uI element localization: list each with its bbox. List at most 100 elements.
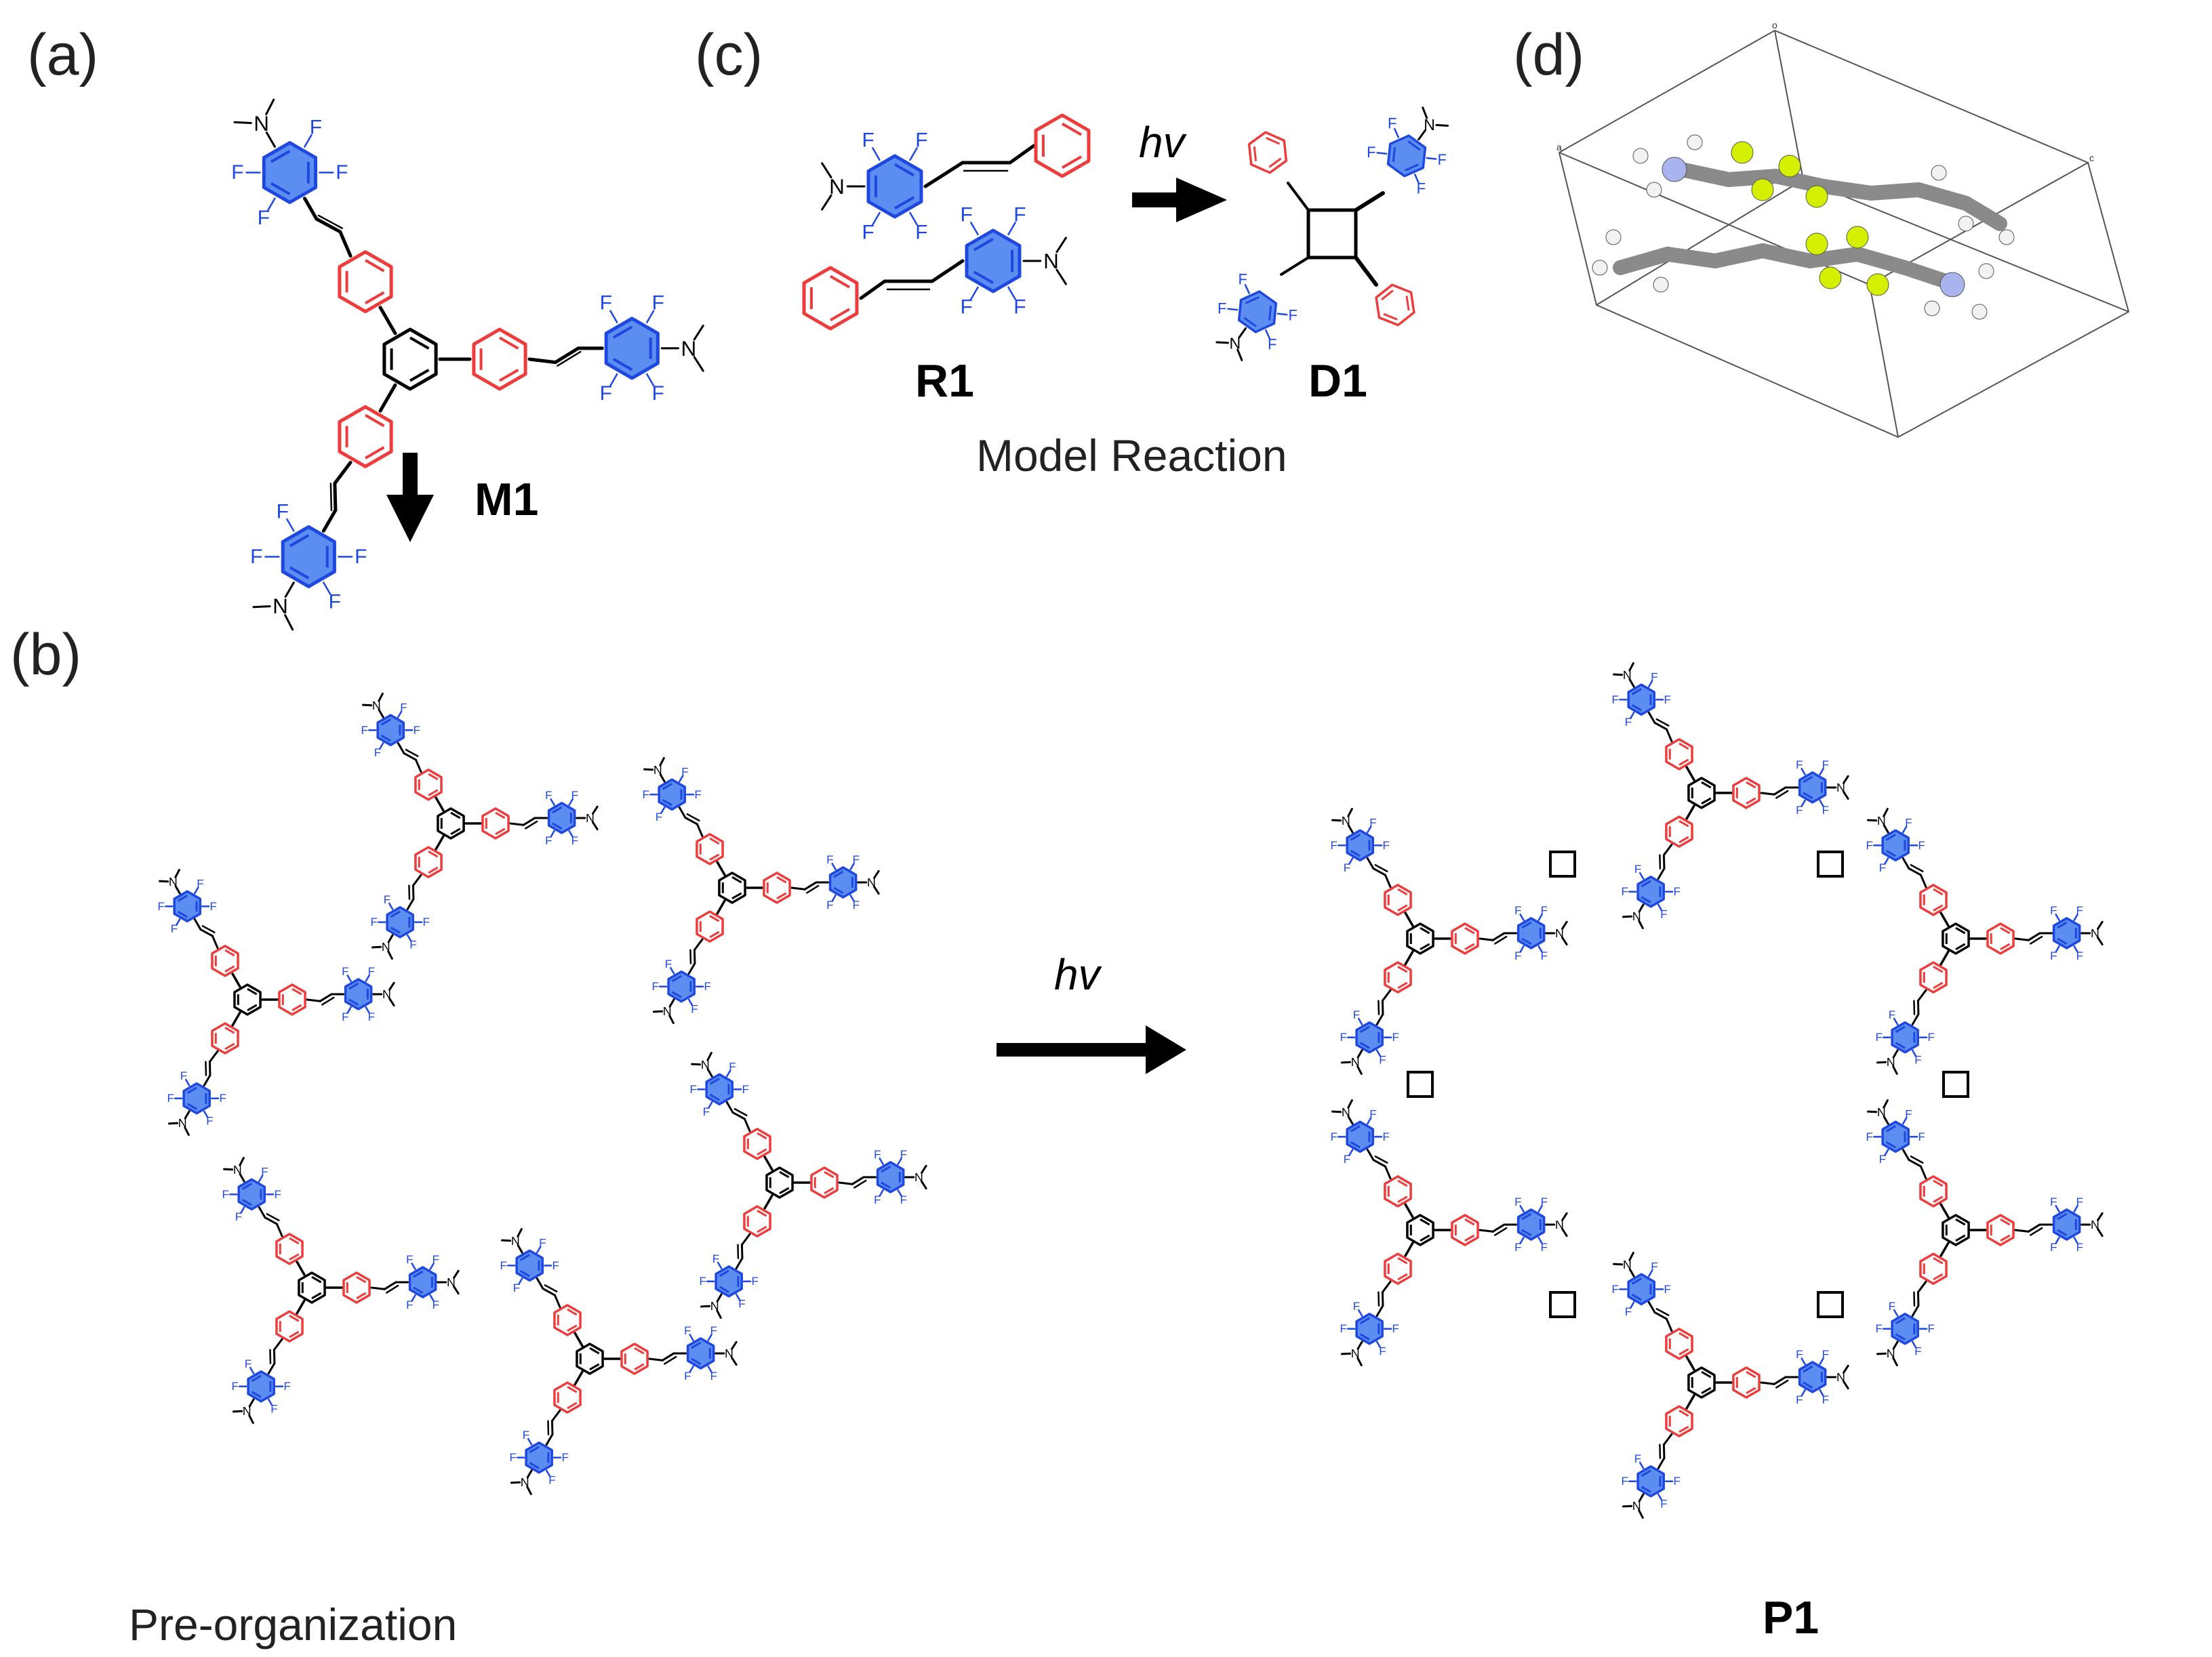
bond [1819, 1389, 1824, 1397]
fluorine-atom: F [406, 1253, 413, 1266]
benzene-core [1942, 922, 1970, 955]
bond [821, 162, 832, 179]
bond [1638, 1509, 1644, 1519]
bond [687, 962, 696, 975]
bond [365, 1006, 370, 1014]
phenyl-ring [696, 910, 724, 943]
bond [2097, 1227, 2104, 1237]
fluoroaryl-ring [876, 1161, 905, 1193]
fluorine-atom: F [2050, 1195, 2057, 1208]
fluorine-atom: F [826, 899, 833, 912]
bond [706, 1068, 713, 1078]
bond [248, 1414, 254, 1425]
bond [406, 934, 412, 942]
atom-sphere [1646, 182, 1662, 198]
fluorine-atom: F [900, 1148, 907, 1161]
bond [553, 346, 580, 365]
bond [1537, 1205, 1543, 1213]
bond [821, 194, 832, 211]
nitrogen-atom: N [1836, 1370, 1845, 1384]
fluoroaryl-ring [2052, 917, 2081, 949]
bond [525, 820, 538, 830]
fluoroaryl-ring [344, 978, 373, 1010]
fluoroaryl-ring [1881, 829, 1910, 862]
bond [1655, 1308, 1670, 1317]
bond [1647, 1269, 1653, 1277]
bond [1910, 1155, 1924, 1164]
bond [208, 1061, 212, 1076]
fluoroaryl-ring [965, 228, 1022, 293]
bond [1366, 825, 1372, 834]
bond [429, 1294, 435, 1302]
fluorine-atom: F [1875, 1031, 1882, 1044]
caption-model-reaction: Model Reaction [976, 430, 1287, 480]
fluorine-atom: F [1634, 1452, 1641, 1465]
bond [1519, 1205, 1525, 1213]
fluorine-atom: F [235, 1210, 242, 1223]
bond [716, 899, 726, 915]
fluorine-atom: F [1918, 839, 1925, 852]
bond [1775, 1379, 1789, 1389]
bond [258, 1174, 264, 1183]
bond [1422, 106, 1428, 119]
phenyl-ring [275, 1233, 304, 1265]
nitrogen-atom: N [1836, 781, 1845, 794]
fluorine-atom: F [500, 1259, 507, 1272]
bond [1381, 989, 1392, 1002]
fluorine-atom: F [853, 853, 860, 866]
bond [1630, 1301, 1635, 1309]
bond [1331, 1110, 1342, 1113]
fluorine-atom: F [826, 853, 833, 866]
bond [669, 966, 675, 975]
fluoroaryl-ring [237, 1178, 266, 1211]
bond [1381, 1280, 1392, 1294]
bond [1381, 1000, 1384, 1015]
bond [1340, 1352, 1352, 1355]
bond [557, 350, 582, 367]
phenyl-ring [1919, 1252, 1948, 1285]
benzene-core [576, 1343, 604, 1375]
bond [264, 1216, 278, 1225]
bond [733, 1108, 748, 1117]
nitrogen-atom: N [829, 174, 845, 199]
bond [1801, 768, 1806, 776]
atom-sphere [1805, 185, 1828, 208]
bond [897, 1158, 902, 1166]
bond [403, 752, 417, 761]
fluoroaryl-ring [866, 154, 923, 219]
fluorine-atom: F [277, 500, 289, 523]
atom-sphere [1592, 260, 1608, 276]
phenyl-ring [278, 983, 306, 1016]
phenyl-ring [1384, 1252, 1412, 1285]
bond [592, 821, 599, 831]
bond [1347, 824, 1354, 834]
nitrogen-atom: N [1043, 249, 1059, 273]
nitrogen-atom: N [447, 1275, 456, 1289]
fluorine-atom: F [245, 1357, 252, 1370]
bond [510, 1481, 521, 1484]
fluorine-atom: F [270, 1403, 277, 1416]
fluorine-atom: F [1383, 1130, 1390, 1143]
bond [275, 1223, 283, 1237]
bond [646, 310, 655, 324]
phenyl-ring [338, 250, 393, 314]
bond [1647, 680, 1653, 688]
bond [453, 1285, 460, 1295]
bond [1638, 872, 1645, 880]
bond [1630, 712, 1635, 720]
cell-axis-a: a [1556, 142, 1562, 152]
fluorine-atom: F [1796, 758, 1803, 771]
nitrogen-atom: N [663, 1004, 672, 1018]
phenyl-ring [743, 1205, 771, 1237]
fluorine-atom: F [1344, 1153, 1350, 1166]
bond [231, 973, 241, 988]
bond [1665, 728, 1673, 743]
atom-sphere [1846, 226, 1869, 249]
bond [346, 1006, 352, 1014]
bond [1375, 1012, 1384, 1026]
bond [1638, 1493, 1645, 1502]
bond [879, 1189, 884, 1197]
fluorine-atom: F [960, 296, 972, 319]
bond [1479, 1229, 1494, 1233]
